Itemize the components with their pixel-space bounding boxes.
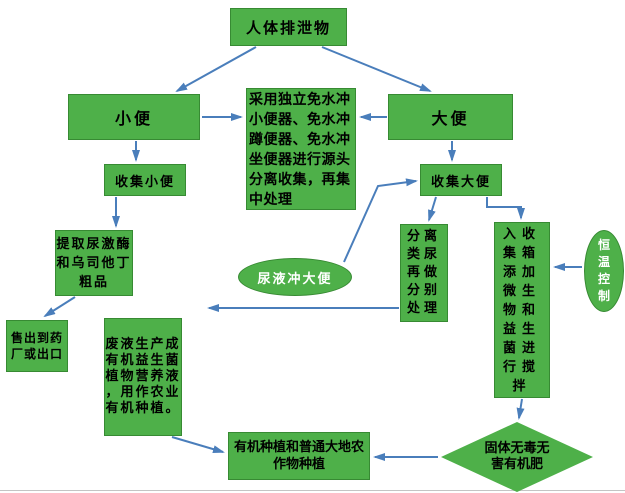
- arrow-waste-liquid-to-planting: [171, 436, 225, 454]
- node-collection-box: 入收集箱添加微生物和益生菌进行搅拌: [494, 222, 550, 398]
- arrow-collection-box-to-fertilizer: [516, 398, 525, 420]
- node-collection-box-label: 入收集箱添加微生物和益生菌进行搅拌: [502, 226, 541, 394]
- node-method: 采用独立免水冲小便器、免水冲蹲便器、免水冲坐便器进行源头分离收集，再集中处理: [246, 88, 356, 210]
- node-extract: 提取尿激酶和乌司他丁粗品: [55, 230, 133, 296]
- node-urine: 小便: [68, 94, 200, 140]
- node-feces: 大便: [388, 94, 513, 140]
- node-collect-urine: 收集小便: [104, 164, 186, 196]
- arrow-collect-feces-to-separate: [428, 196, 437, 222]
- node-waste-liquid: 废液生产成有机益生菌植物营养液，用作农业有机种植。: [104, 318, 182, 436]
- node-planting-label: 有机种植和普通大地农作物种植: [233, 440, 364, 472]
- node-planting: 有机种植和普通大地农作物种植: [228, 432, 370, 480]
- node-collect-urine-label: 收集小便: [114, 174, 175, 190]
- node-feces-label: 大便: [431, 109, 470, 128]
- node-waste-liquid-label: 废液生产成有机益生菌植物营养液，用作农业有机种植。: [105, 337, 181, 416]
- arrow-excreta-to-feces: [321, 46, 432, 92]
- arrow-collect-feces-to-collection-box: [486, 197, 525, 220]
- node-urine-label: 小便: [114, 109, 153, 128]
- node-method-label: 采用独立免水冲小便器、免水冲蹲便器、免水冲坐便器进行源头分离收集，再集中处理: [249, 92, 351, 208]
- node-urine-flush: 尿液冲大便: [238, 258, 352, 296]
- node-temp-control-label: 恒温控制: [597, 238, 610, 303]
- node-sell-label: 售出到药厂或出口: [10, 331, 63, 361]
- node-temp-control: 恒温控制: [584, 230, 624, 312]
- node-fertilizer-label: 固体无毒无害有机肥: [484, 441, 550, 472]
- node-collect-feces-label: 收集大便: [430, 174, 491, 190]
- node-urine-flush-label: 尿液冲大便: [257, 271, 333, 287]
- arrow-urine-flush-to-collect-feces: [343, 178, 418, 263]
- bottom-divider: [0, 490, 625, 491]
- node-excreta-label: 人体排泄物: [245, 18, 331, 37]
- node-collect-feces: 收集大便: [420, 164, 502, 196]
- arrow-excreta-to-urine: [175, 46, 257, 92]
- node-separate-label: 分离类尿再做分别处理: [406, 229, 441, 316]
- node-sell: 售出到药厂或出口: [6, 320, 68, 372]
- node-excreta: 人体排泄物: [230, 8, 347, 46]
- node-separate: 分离类尿再做分别处理: [400, 224, 448, 322]
- node-extract-label: 提取尿激酶和乌司他丁粗品: [56, 236, 132, 290]
- arrow-extract-to-sell: [43, 296, 76, 318]
